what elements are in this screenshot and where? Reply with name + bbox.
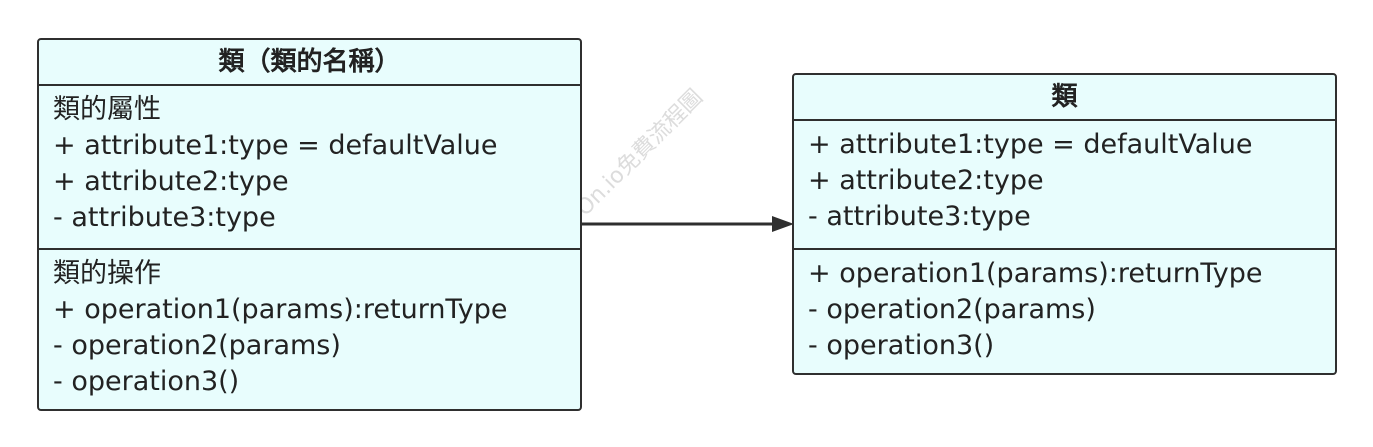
operation-item: + operation1(params):returnType xyxy=(808,258,1263,289)
attribute-item: + attribute1:type = defaultValue xyxy=(53,130,498,161)
attributes-section: 類的屬性 + attribute1:type = defaultValue + … xyxy=(39,86,580,248)
attribute-item: + attribute2:type xyxy=(53,166,289,197)
attributes-section: + attribute1:type = defaultValue + attri… xyxy=(794,121,1335,248)
operation-item: - operation3() xyxy=(808,330,995,361)
class-title: 類（類的名稱） xyxy=(39,40,580,86)
attribute-item: + attribute1:type = defaultValue xyxy=(808,129,1253,160)
attribute-item: + attribute2:type xyxy=(808,165,1044,196)
operation-item: - operation2(params) xyxy=(808,294,1096,325)
operations-section: 類的操作 + operation1(params):returnType - o… xyxy=(39,248,580,400)
class-title: 類 xyxy=(794,75,1335,121)
operations-section: + operation1(params):returnType - operat… xyxy=(794,248,1335,364)
operations-heading: 類的操作 xyxy=(53,258,161,289)
uml-class-left[interactable]: 類（類的名稱） 類的屬性 + attribute1:type = default… xyxy=(37,38,582,411)
operation-item: - operation3() xyxy=(53,366,240,397)
attributes-heading: 類的屬性 xyxy=(53,94,161,125)
attribute-item: - attribute3:type xyxy=(53,202,276,233)
attribute-item: - attribute3:type xyxy=(808,201,1031,232)
operation-item: + operation1(params):returnType xyxy=(53,294,508,325)
uml-class-right[interactable]: 類 + attribute1:type = defaultValue + att… xyxy=(792,73,1337,375)
operation-item: - operation2(params) xyxy=(53,330,341,361)
arrow-head xyxy=(772,216,794,232)
